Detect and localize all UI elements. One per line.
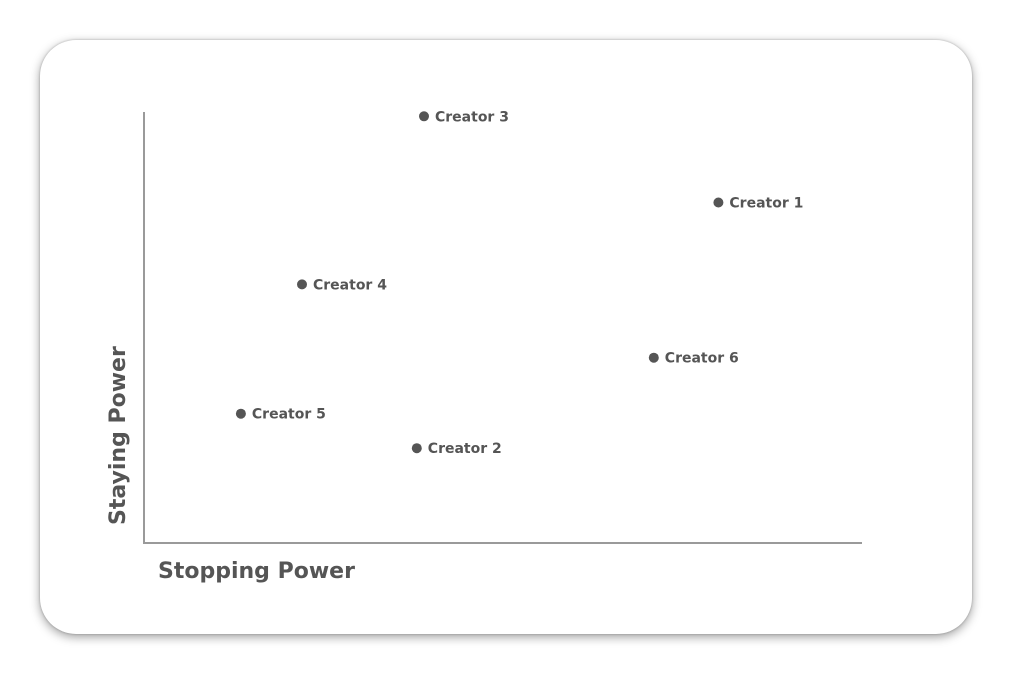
scatter-point-3 <box>419 111 429 122</box>
scatter-point-label-6: Creator 6 <box>665 351 739 367</box>
points-layer: Creator 1 Creator 2 Creator 3 Creator 4 Crea… <box>235 109 803 457</box>
scatter-point-label-1: Creator 1 <box>729 196 803 212</box>
x-axis-title: Stopping Power <box>158 559 355 584</box>
scatter-point-label-5: Creator 5 <box>252 407 326 423</box>
y-axis-title: Staying Power <box>106 346 131 525</box>
scatter-point-5 <box>235 408 246 419</box>
scatter-point-6 <box>648 352 659 363</box>
scatter-point-4 <box>297 279 307 290</box>
scatter-point-2 <box>411 443 422 454</box>
scatter-point-label-2: Creator 2 <box>428 441 502 457</box>
chart-card <box>40 40 972 634</box>
scatter-point-label-4: Creator 4 <box>313 277 387 293</box>
scatter-point-label-3: Creator 3 <box>435 109 509 125</box>
scatter-point-1 <box>713 197 724 208</box>
